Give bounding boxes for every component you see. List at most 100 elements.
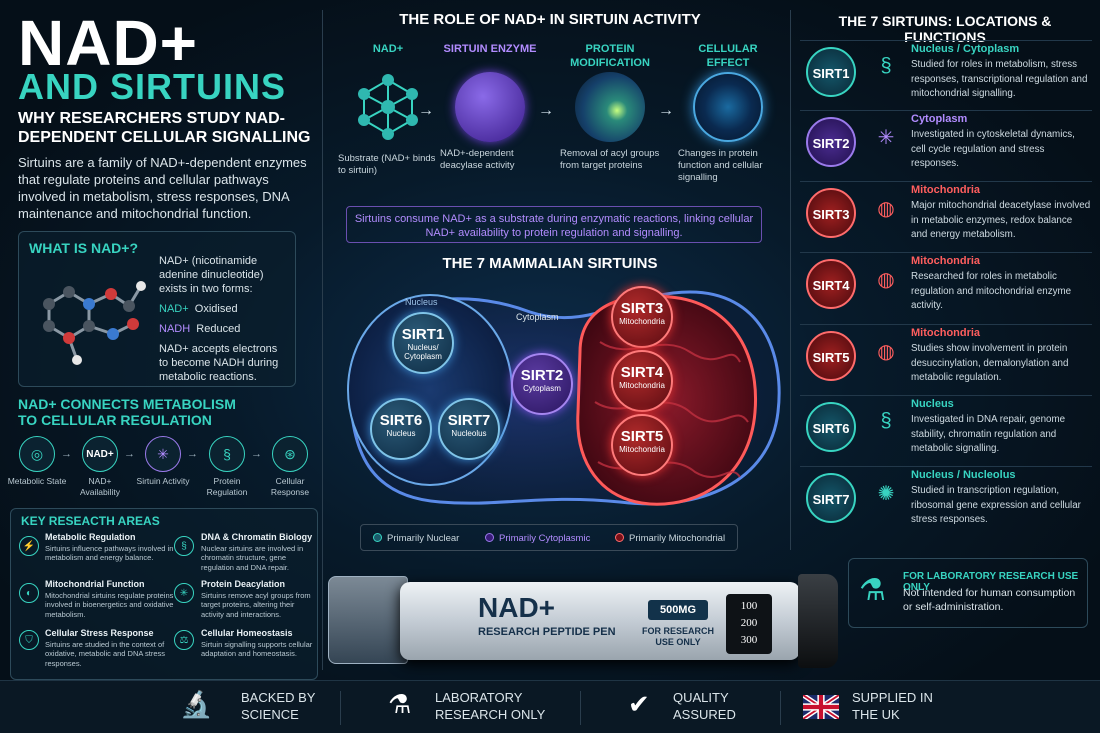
key-area-title: Mitochondrial Function	[45, 579, 145, 589]
step-desc: NAD+-dependent deacylase activity	[440, 148, 515, 171]
connect-title: NAD+ CONNECTS METABOLISM TO CELLULAR REG…	[18, 396, 236, 428]
step-desc: Changes in protein function and cellular…	[678, 148, 763, 183]
footer-line1: SUPPLIED IN	[852, 690, 933, 705]
metabolic-state-icon: ◎	[19, 436, 55, 472]
sirt5-location: Mitochondria	[619, 445, 665, 454]
key-area-title: Cellular Homeostasis	[201, 628, 293, 638]
consume-note: Sirtuins consume NAD+ as a substrate dur…	[346, 206, 762, 243]
legend-nuclear: Primarily Nuclear	[373, 533, 459, 544]
step-cellular-effect: CELLULAR EFFECT Changes in protein funct…	[678, 42, 778, 184]
footer-line2: ASSURED	[673, 707, 736, 722]
sirtuin-description: Studies show involvement in protein desu…	[911, 343, 1069, 383]
role-title: THE ROLE OF NAD+ IN SIRTUIN ACTIVITY	[399, 11, 701, 28]
pen-body: NAD+ RESEARCH PEPTIDE PEN 500MG FOR RESE…	[400, 582, 800, 660]
sirtuin-description: Major mitochondrial deacetylase involved…	[911, 200, 1091, 240]
sirtuins-list-title: THE 7 SIRTUINS: LOCATIONS & FUNCTIONS	[838, 13, 1052, 45]
lab-notice-title: FOR LABORATORY RESEARCH USE ONLY	[903, 571, 1079, 593]
tagline: WHY RESEARCHERS STUDY NAD-DEPENDENT CELL…	[18, 110, 311, 146]
legend-mito: Primarily Mitochondrial	[615, 533, 725, 544]
flow-label: Metabolic State	[7, 476, 67, 486]
sirt4-location: Mitochondria	[619, 381, 665, 390]
nad-label: NAD+	[159, 303, 189, 315]
lab-use-notice: ⚗ FOR LABORATORY RESEARCH USE ONLY Not i…	[848, 558, 1088, 628]
sirtuin-location: Mitochondria	[911, 327, 981, 339]
sirt2-name: SIRT2	[520, 367, 564, 384]
pen-cap	[328, 576, 408, 664]
footer-quality: QUALITY ASSURED	[673, 689, 736, 723]
key-area-text: Sirtuins influence pathways involved in …	[45, 543, 174, 563]
footer-line1: QUALITY	[673, 690, 729, 705]
nad-note: NAD+ accepts electrons to become NADH du…	[159, 343, 279, 383]
sirt4-name: SIRT4	[620, 364, 664, 381]
step-desc: Substrate (NAD+ binds to sirtuin)	[338, 153, 436, 176]
pen-subtitle: RESEARCH PEPTIDE PEN	[478, 626, 616, 638]
sirtuin-icon: ✳	[877, 127, 895, 149]
pen-end-cap	[798, 574, 838, 668]
lab-notice-text: Not intended for human consumption or se…	[903, 587, 1076, 613]
key-area-title: Protein Deacylation	[201, 579, 286, 589]
footer-separator	[580, 691, 581, 725]
sirtuin-icon: §	[880, 55, 892, 77]
sirtuin-badge: SIRT5	[806, 331, 856, 381]
mito-dot-icon	[615, 533, 624, 542]
sirtuin-description: Investigated in DNA repair, genome stabi…	[911, 414, 1066, 454]
step-label: CELLULAR EFFECT	[698, 43, 758, 69]
sirtuin-icon: ◍	[877, 269, 895, 291]
key-area-text: Nuclear sirtuins are involved in chromat…	[201, 543, 304, 572]
sirt7-name: SIRT7	[447, 412, 491, 429]
footer-line2: THE UK	[852, 707, 900, 722]
sirtuin-badge: SIRT1	[806, 47, 856, 97]
intro-text: Sirtuins are a family of NAD+-dependent …	[18, 155, 307, 221]
divider-right	[790, 10, 791, 550]
sirtuin-icon: ✺	[877, 483, 895, 505]
key-area-title: Metabolic Regulation	[45, 532, 136, 542]
step-label: NAD+	[372, 43, 404, 55]
flow-step-metabolic-state: ◎ Metabolic State	[7, 436, 67, 487]
sirt3-location: Mitochondria	[619, 317, 665, 326]
footer-line2: SCIENCE	[241, 707, 299, 722]
cytoplasmic-dot-icon	[485, 533, 494, 542]
flow-step-nad-availability: NAD+NAD+ Availability	[70, 436, 130, 498]
nad-form-row: NAD+ Oxidised	[159, 302, 289, 316]
sirtuin-activity-icon: ✳	[145, 436, 181, 472]
sirtuin-description: Studied for roles in metabolism, stress …	[911, 59, 1088, 99]
legend-label: Primarily Cytoplasmic	[499, 533, 591, 544]
pen-dial: 100 200 300	[726, 594, 772, 654]
main-title: NAD+	[18, 7, 199, 79]
shield-icon: ⛉	[19, 630, 39, 650]
sirtuin-location: Nucleus / Cytoplasm	[911, 43, 1020, 55]
dial-value: 200	[740, 617, 758, 629]
dna-icon: §	[174, 536, 194, 556]
footer-separator	[340, 691, 341, 725]
step-sirtuin-enzyme: SIRTUIN ENZYME NAD+-dependent deacylase …	[440, 42, 540, 172]
arrow-icon: →	[61, 448, 72, 460]
nad-structure-icon	[358, 74, 418, 140]
protein-icon: ✳	[174, 583, 194, 603]
sirtuin-icon: ◍	[877, 341, 895, 363]
sirtuin-badge: SIRT4	[806, 259, 856, 309]
sirt1-location: Nucleus/ Cytoplasm	[404, 343, 442, 361]
sirtuin-location: Mitochondria	[911, 255, 981, 267]
sirtuin-location: Nucleus / Nucleolus	[911, 469, 1016, 481]
flow-label: Sirtuin Activity	[136, 476, 190, 486]
sirtuin-badge: SIRT3	[806, 188, 856, 238]
mitochondria-icon: ◐	[19, 583, 39, 603]
sirtuin-location: Mitochondria	[911, 184, 981, 196]
arrow-icon: →	[658, 102, 674, 119]
legend-label: Primarily Mitochondrial	[629, 533, 726, 544]
nad-definition: NAD+ (nicotinamide adenine dinucleotide)…	[159, 255, 264, 295]
